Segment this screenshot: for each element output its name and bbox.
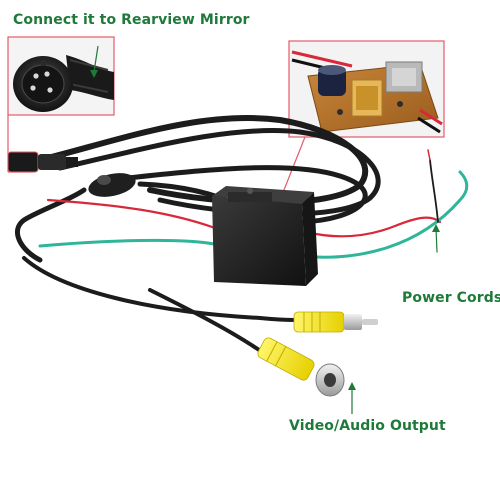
label-video-audio-output: Video/Audio Output — [289, 418, 446, 434]
signal-wires — [38, 149, 469, 259]
coiled-cable — [15, 115, 381, 263]
cable-splitter — [88, 173, 136, 197]
connector-detail-icon — [7, 36, 115, 116]
rca-leads — [22, 256, 298, 354]
mini-connector — [7, 151, 78, 173]
fuse-box — [212, 186, 318, 286]
circuit-board-detail-icon — [288, 40, 445, 138]
label-power-cords: Power Cords — [402, 290, 500, 306]
rca-jack-video — [257, 337, 315, 381]
label-connect-rearview-mirror: Connect it to Rearview Mirror — [13, 12, 250, 28]
rca-plug-audio — [293, 311, 378, 333]
video-output-arrow-head — [348, 382, 356, 390]
rca-jack-socket — [315, 363, 345, 397]
